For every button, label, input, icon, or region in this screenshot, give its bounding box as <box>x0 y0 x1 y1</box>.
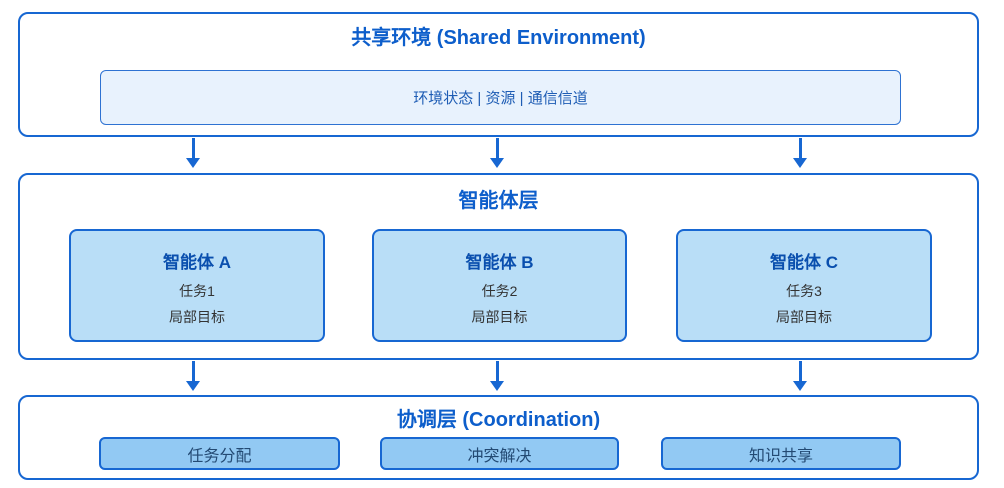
agent-a-task: 任务1 <box>179 283 215 299</box>
environment-resources-box: 环境状态 | 资源 | 通信信道 <box>100 70 901 125</box>
arrow-shaft <box>798 138 802 158</box>
shared-environment-layer: 共享环境 (Shared Environment) 环境状态 | 资源 | 通信… <box>18 12 979 137</box>
task-allocation-box: 任务分配 <box>99 437 340 470</box>
arrow-down-icon <box>186 361 200 391</box>
knowledge-sharing-box: 知识共享 <box>661 437 901 470</box>
conflict-resolution-box: 冲突解决 <box>380 437 619 470</box>
agent-c-goal: 局部目标 <box>776 309 832 325</box>
arrow-shaft <box>495 361 499 381</box>
agent-b-name: 智能体 B <box>465 253 534 272</box>
arrow-down-icon <box>490 361 504 391</box>
agents-layer-title: 智能体层 <box>458 190 539 212</box>
arrow-down-icon <box>793 138 807 168</box>
coordination-layer-title: 协调层 (Coordination) <box>396 409 601 431</box>
agent-b-box: 智能体 B 任务2 局部目标 <box>372 229 627 342</box>
agent-c-box: 智能体 C 任务3 局部目标 <box>676 229 932 342</box>
coordination-layer: 协调层 (Coordination) 任务分配 冲突解决 知识共享 <box>18 395 979 480</box>
arrow-down-icon <box>490 138 504 168</box>
arrow-down-icon <box>186 138 200 168</box>
agent-a-name: 智能体 A <box>163 253 231 272</box>
arrow-head <box>186 381 200 391</box>
shared-environment-title: 共享环境 (Shared Environment) <box>351 27 646 49</box>
arrow-head <box>793 158 807 168</box>
arrow-shaft <box>191 138 195 158</box>
conflict-resolution-label: 冲突解决 <box>467 447 532 465</box>
agent-b-task: 任务2 <box>481 283 518 299</box>
agents-layer: 智能体层 智能体 A 任务1 局部目标 智能体 B 任务2 局部目标 智能体 C… <box>18 173 979 360</box>
arrow-down-icon <box>793 361 807 391</box>
arrow-shaft <box>798 361 802 381</box>
arrow-head <box>490 158 504 168</box>
agent-c-name: 智能体 C <box>770 253 838 272</box>
arrow-head <box>186 158 200 168</box>
knowledge-sharing-label: 知识共享 <box>748 447 813 465</box>
arrow-shaft <box>191 361 195 381</box>
agent-c-task: 任务3 <box>786 283 822 299</box>
environment-resources-label: 环境状态 | 资源 | 通信信道 <box>413 90 588 107</box>
arrow-head <box>793 381 807 391</box>
task-allocation-label: 任务分配 <box>187 447 252 465</box>
arrow-shaft <box>495 138 499 158</box>
agent-a-box: 智能体 A 任务1 局部目标 <box>69 229 325 342</box>
arrow-head <box>490 381 504 391</box>
agent-b-goal: 局部目标 <box>471 309 528 325</box>
agent-a-goal: 局部目标 <box>169 309 225 325</box>
